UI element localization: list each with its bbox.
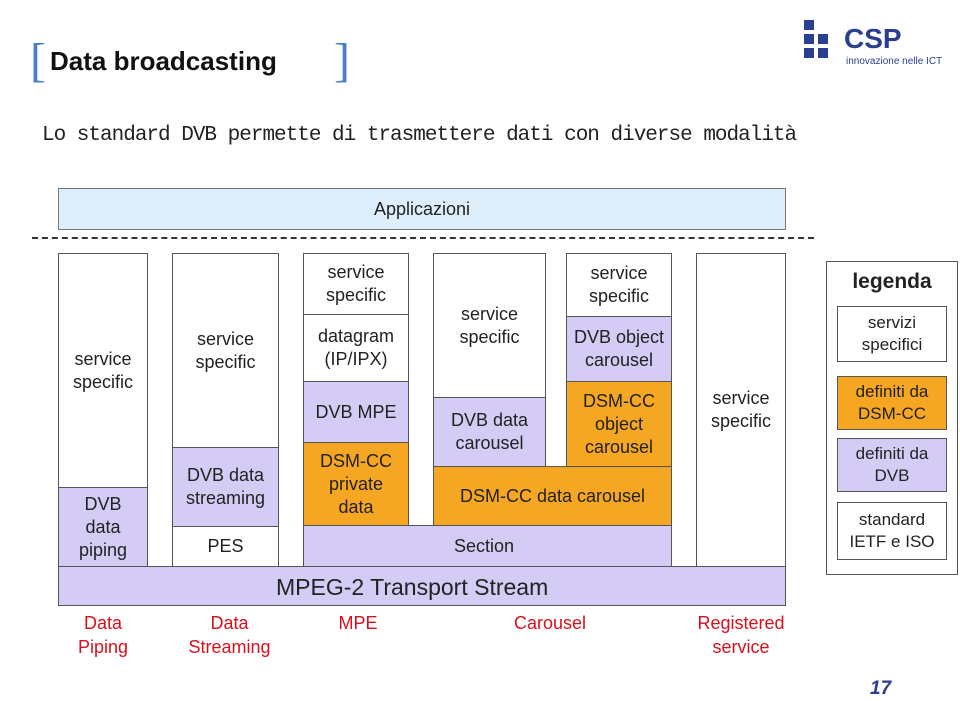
legend-item-dvb: definiti da DVB bbox=[837, 438, 947, 492]
dashed-separator bbox=[32, 237, 814, 239]
subtitle: Lo standard DVB permette di trasmettere … bbox=[42, 124, 797, 147]
carousel-dvb-object-carousel: DVB object carousel bbox=[566, 316, 672, 382]
registered-service-specific: service specific bbox=[696, 253, 786, 567]
mode-label-piping: Data Piping bbox=[77, 613, 129, 657]
legend-item-dsmcc: definiti da DSM-CC bbox=[837, 376, 947, 430]
mpe-dsmcc-private-data: DSM-CC private data bbox=[303, 442, 409, 526]
header-bracket-right: ] bbox=[334, 34, 350, 87]
legend-item-service: servizi specifici bbox=[837, 306, 947, 362]
legend-item-ietf-iso: standard IETF e ISO bbox=[837, 502, 947, 560]
streaming-pes: PES bbox=[172, 526, 279, 567]
section-bar: Section bbox=[303, 525, 672, 567]
logo-name: CSP bbox=[844, 23, 902, 54]
piping-service-specific: service specific bbox=[58, 253, 148, 488]
transport-stream-bar: MPEG-2 Transport Stream bbox=[58, 566, 786, 606]
section-label: Section bbox=[454, 536, 515, 556]
csp-logo: CSP innovazione nelle ICT bbox=[800, 18, 960, 78]
mode-label-mpe: MPE bbox=[338, 613, 378, 633]
logo-tagline: innovazione nelle ICT bbox=[846, 56, 943, 67]
carousel-service-specific-left: service specific bbox=[433, 253, 546, 398]
carousel-service-specific-right: service specific bbox=[566, 253, 672, 317]
transport-stream-label: MPEG-2 Transport Stream bbox=[276, 574, 549, 600]
page-number: 17 bbox=[870, 678, 892, 699]
piping-dvb-data-piping: DVB data piping bbox=[58, 487, 148, 567]
streaming-dvb-data-streaming: DVB data streaming bbox=[172, 447, 279, 527]
page-title: Data broadcasting bbox=[50, 46, 277, 76]
mpe-datagram: datagram (IP/IPX) bbox=[303, 314, 409, 382]
carousel-dsmcc-data-carousel: DSM-CC data carousel bbox=[433, 466, 672, 526]
mode-label-carousel: Carousel bbox=[513, 613, 587, 633]
carousel-dvb-data-carousel: DVB data carousel bbox=[433, 397, 546, 467]
legend-title: legenda bbox=[852, 270, 932, 293]
streaming-service-specific: service specific bbox=[172, 253, 279, 448]
applications-bar: Applicazioni bbox=[58, 188, 786, 230]
csp-logo-icon bbox=[804, 20, 828, 58]
carousel-dsmcc-object-carousel: DSM-CC object carousel bbox=[566, 381, 672, 467]
mode-label-streaming: Data Streaming bbox=[188, 613, 271, 657]
mode-label-registered: Registered service bbox=[697, 613, 785, 657]
legend: legenda servizi specifici definiti da DS… bbox=[826, 261, 958, 575]
applications-label: Applicazioni bbox=[373, 198, 471, 219]
mpe-dvb-mpe: DVB MPE bbox=[303, 381, 409, 443]
header-bracket-left: [ bbox=[30, 34, 46, 87]
mpe-service-specific: service specific bbox=[303, 253, 409, 315]
